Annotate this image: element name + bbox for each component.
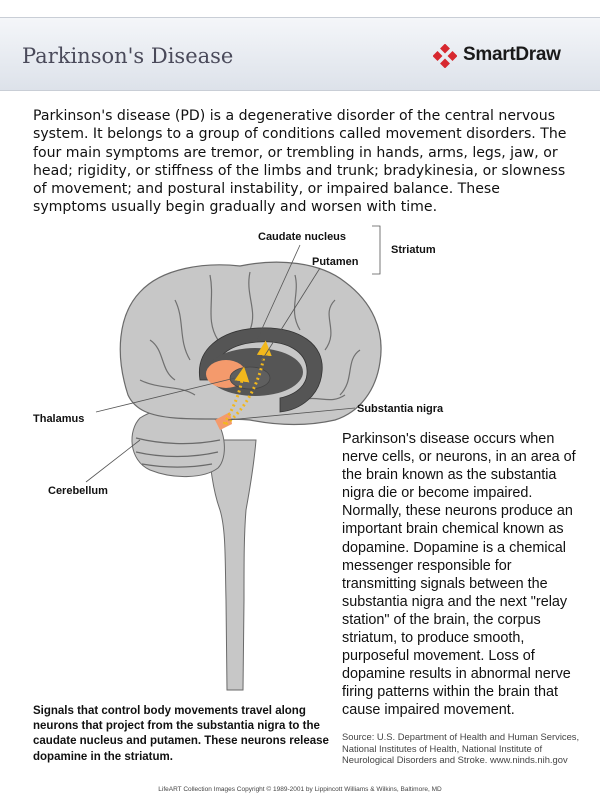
thalamus-label: Thalamus — [33, 413, 85, 425]
cerebellum-label: Cerebellum — [48, 485, 108, 497]
signal-path-caudate — [225, 340, 272, 426]
putamen-label: Putamen — [312, 256, 359, 268]
cerebrum — [119, 261, 382, 426]
intro-paragraph: Parkinson's disease (PD) is a degenerati… — [33, 108, 567, 216]
caudate-nucleus-label: Caudate nucleus — [258, 231, 347, 243]
thalamus — [229, 366, 271, 390]
smartdraw-logo: SmartDraw — [433, 42, 583, 70]
brainstem — [207, 439, 257, 691]
body-paragraph: Parkinson's disease occurs when nerve ce… — [342, 431, 576, 719]
diamond-cluster-icon — [433, 44, 457, 68]
signals-caption: Signals that control body movements trav… — [33, 705, 329, 763]
copyright-notice: LifeART Collection Images Copyright © 19… — [158, 786, 442, 793]
substantia-nigra — [215, 412, 232, 430]
striatum-label: Striatum — [391, 244, 436, 256]
signal-path-putamen — [222, 366, 250, 425]
source-citation: Source: U.S. Department of Health and Hu… — [342, 731, 580, 766]
header-banner: Parkinson's Disease SmartDraw — [0, 17, 600, 91]
page-title: Parkinson's Disease — [22, 44, 234, 68]
substantia-nigra-label: Substantia nigra — [357, 403, 444, 415]
logo-text: SmartDraw — [463, 44, 561, 65]
